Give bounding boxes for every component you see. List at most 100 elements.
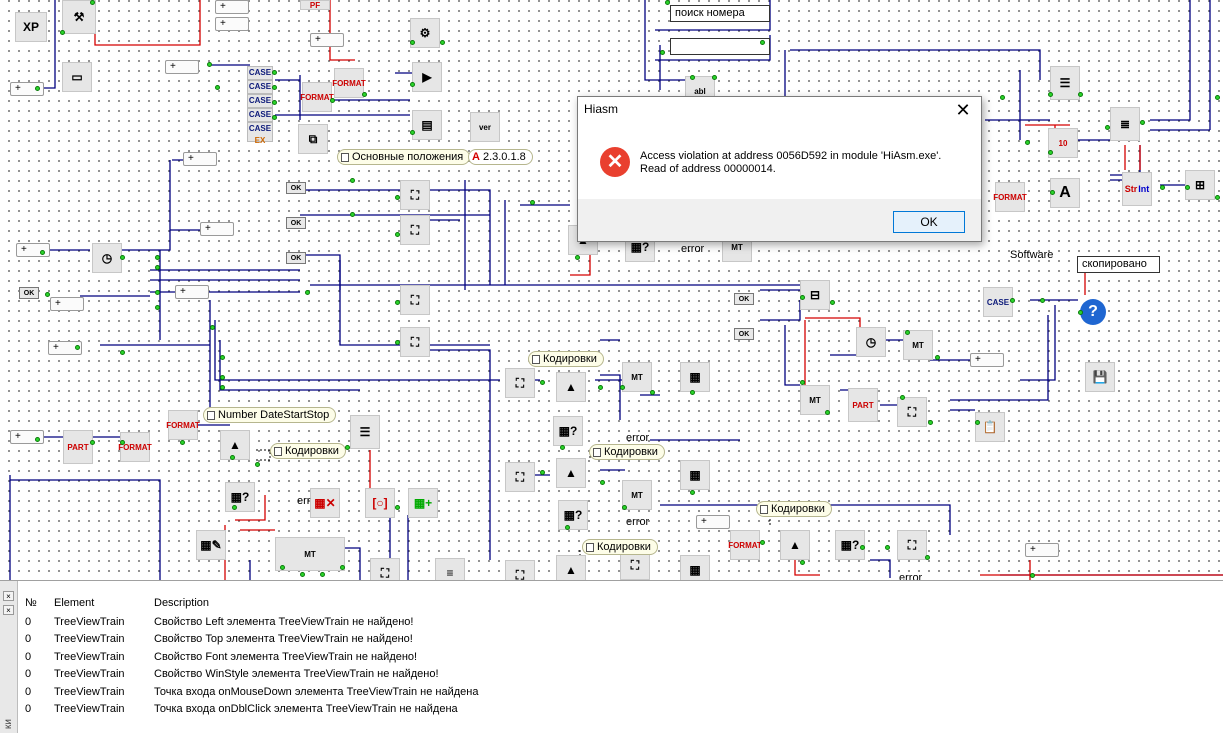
edit-table-block[interactable]: ▦✎ (196, 530, 226, 560)
pma-block-3[interactable]: ▲ (556, 555, 586, 580)
pin[interactable] (440, 40, 445, 45)
pin[interactable] (35, 437, 40, 442)
pin[interactable] (690, 390, 695, 395)
pin[interactable] (1185, 185, 1190, 190)
plus-input-13[interactable]: + (970, 353, 1004, 367)
timer-block-2[interactable]: ◷ (856, 327, 886, 357)
ok-button-2[interactable]: OK (286, 217, 306, 229)
list-block[interactable]: ≡ (435, 558, 465, 580)
pin[interactable] (272, 100, 277, 105)
pin[interactable] (410, 40, 415, 45)
plus-input-2[interactable]: + (215, 17, 249, 31)
format-block-4[interactable]: FORMAT (166, 410, 200, 440)
grid-block-3[interactable]: ▦ (680, 555, 710, 580)
plus-input-8[interactable]: + (16, 243, 50, 257)
case-block-1[interactable]: CASE (247, 66, 273, 80)
case-block-4[interactable]: CASE (247, 108, 273, 122)
pin[interactable] (1025, 140, 1030, 145)
pin[interactable] (1078, 310, 1083, 315)
pin[interactable] (395, 505, 400, 510)
pin[interactable] (340, 565, 345, 570)
pin[interactable] (1000, 95, 1005, 100)
str-mt-block-2[interactable]: MT (622, 480, 652, 510)
pin[interactable] (1048, 150, 1053, 155)
grid-block-1[interactable]: ▦ (680, 362, 710, 392)
hub-block-9[interactable]: ⛶ (620, 550, 650, 580)
plus-input-1[interactable]: + (215, 0, 249, 14)
error-dialog[interactable]: Hiasm ✕ ✕ Access violation at address 00… (577, 96, 982, 242)
pin[interactable] (760, 40, 765, 45)
pin[interactable] (575, 255, 580, 260)
mt-block-1[interactable]: MT (903, 330, 933, 360)
ok-button[interactable]: OK (893, 211, 965, 233)
plus-input-14[interactable]: + (696, 515, 730, 529)
pin[interactable] (860, 545, 865, 550)
plus-input-7[interactable]: + (200, 222, 234, 236)
str-mt-block-1[interactable]: MT (622, 362, 652, 392)
pin[interactable] (155, 265, 160, 270)
pin[interactable] (272, 115, 277, 120)
pin[interactable] (155, 305, 160, 310)
pin[interactable] (600, 480, 605, 485)
pin[interactable] (530, 200, 535, 205)
label-a-block[interactable]: A (1050, 178, 1080, 208)
pin[interactable] (155, 255, 160, 260)
part-block-2[interactable]: PART (848, 388, 878, 422)
case-ex-block-2[interactable]: CASE (983, 287, 1013, 317)
close-icon[interactable]: ✕ (955, 100, 971, 120)
pin[interactable] (362, 92, 367, 97)
pin[interactable] (830, 300, 835, 305)
pin[interactable] (712, 75, 717, 80)
pin[interactable] (120, 440, 125, 445)
pma-block-4[interactable]: ▲ (220, 430, 250, 460)
xp-block[interactable]: XP (15, 12, 47, 42)
pin[interactable] (120, 255, 125, 260)
ver-block[interactable]: ver (470, 112, 500, 142)
table-query-block-2[interactable]: ▦? (558, 500, 588, 530)
clipboard-block[interactable]: 📋 (975, 412, 1005, 442)
pin[interactable] (410, 82, 415, 87)
pin[interactable] (232, 505, 237, 510)
pin[interactable] (560, 445, 565, 450)
add-table-block[interactable]: ▦+ (408, 488, 438, 518)
schema-canvas[interactable]: XP ⚒ ▭ PF ⚙ ▶ ▤ ver ⧉ CASE CASE CASE CAS… (0, 0, 1223, 580)
pin[interactable] (395, 195, 400, 200)
pin[interactable] (598, 385, 603, 390)
ok-button-1[interactable]: OK (286, 182, 306, 194)
hub-block-1[interactable]: ⛶ (400, 180, 430, 210)
ok-button-5[interactable]: OK (734, 293, 754, 305)
pin[interactable] (220, 385, 225, 390)
hub-block-5[interactable]: ⛶ (505, 368, 535, 398)
pin[interactable] (935, 355, 940, 360)
pin[interactable] (1160, 185, 1165, 190)
pin[interactable] (622, 505, 627, 510)
format-block-3[interactable]: FORMAT (118, 432, 152, 462)
case-block-2[interactable]: CASE (247, 80, 273, 94)
pin[interactable] (1215, 195, 1220, 200)
hub-block-7[interactable]: ⛶ (897, 397, 927, 427)
header-element[interactable]: Element (54, 597, 95, 609)
hub-block-4[interactable]: ⛶ (400, 327, 430, 357)
pin[interactable] (905, 330, 910, 335)
pma-block-2[interactable]: ▲ (556, 458, 586, 488)
brackets-block[interactable]: [○] (365, 488, 395, 518)
pin[interactable] (255, 462, 260, 467)
pin[interactable] (75, 345, 80, 350)
pin[interactable] (825, 410, 830, 415)
pin[interactable] (345, 445, 350, 450)
format-block-1[interactable]: FORMAT (300, 82, 334, 112)
pin[interactable] (760, 540, 765, 545)
pin[interactable] (1215, 95, 1220, 100)
format-block-2[interactable]: FORMAT (332, 68, 366, 98)
pf-block[interactable]: PF (300, 0, 330, 10)
header-num[interactable]: № (25, 597, 37, 609)
save-block[interactable]: 💾 (1085, 362, 1115, 392)
empty-field[interactable] (670, 38, 770, 55)
pin[interactable] (272, 70, 277, 75)
pin[interactable] (1078, 92, 1083, 97)
ok-button-3[interactable]: OK (286, 252, 306, 264)
table-query-block-3[interactable]: ▦? (225, 482, 255, 512)
pin[interactable] (320, 572, 325, 577)
plus-input-3[interactable]: + (310, 33, 344, 47)
